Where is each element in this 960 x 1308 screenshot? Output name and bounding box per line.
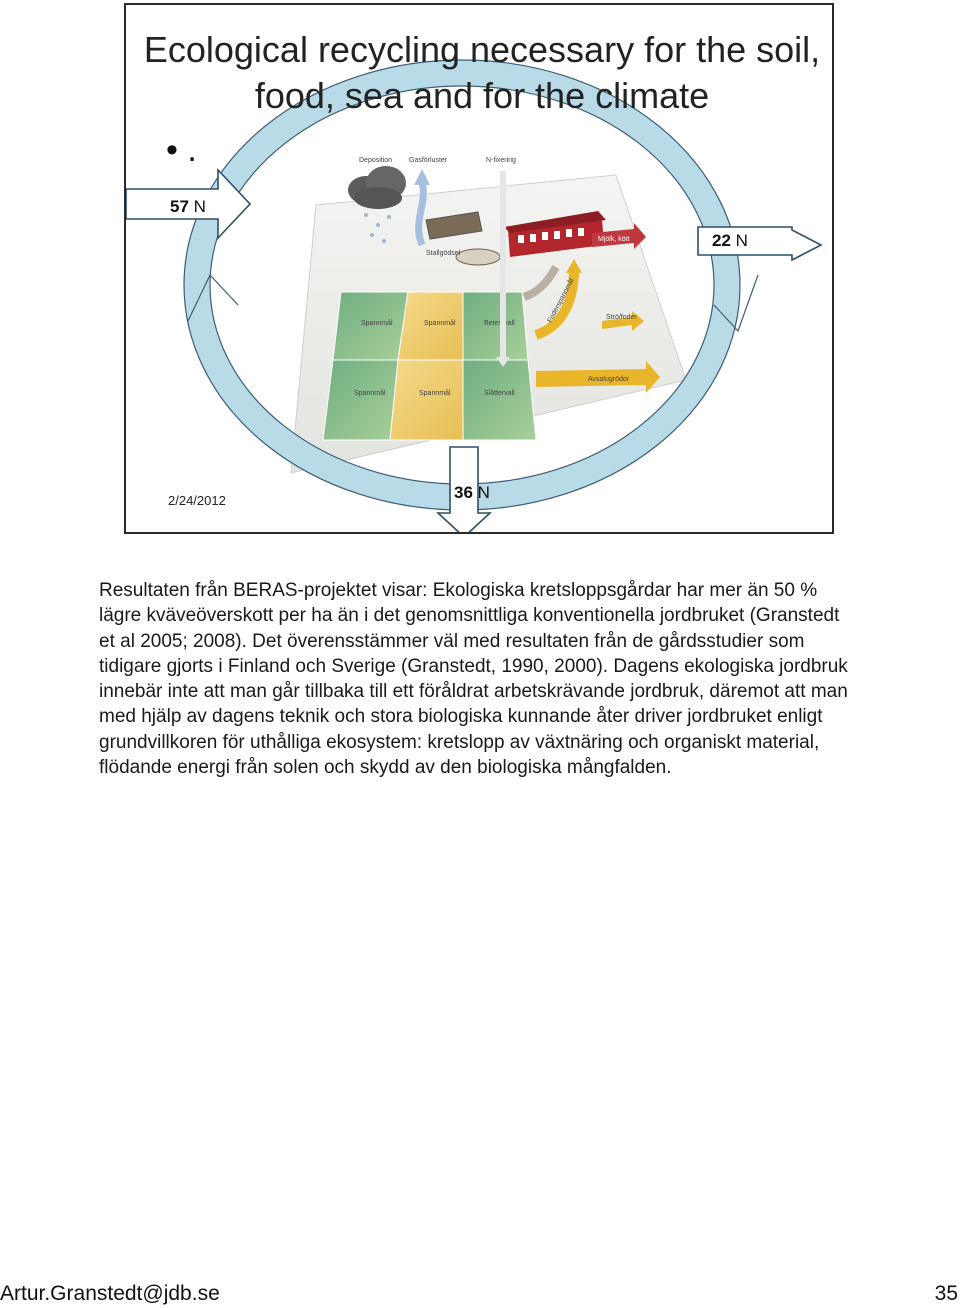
input-flow-unit: N: [194, 197, 206, 216]
body-paragraph: Resultaten från BERAS-projektet visar: E…: [99, 578, 859, 780]
page-number: 35: [935, 1282, 958, 1306]
input-flow-label: 57 N: [170, 197, 206, 217]
slide-image: Spannmål Spannmål Betes-vall Spannmål Sp…: [124, 3, 834, 534]
label-manure: Stallgödsel: [426, 250, 461, 257]
input-flow-value: 57: [170, 197, 189, 216]
field-label-grain-1: Spannmål: [361, 319, 393, 327]
label-sale-crops: Avsalugrödor: [588, 376, 630, 383]
label-n-fixation: N-fixering: [486, 157, 516, 164]
slide-title: Ecological recycling necessary for the s…: [142, 27, 822, 119]
slide-bullet: • .: [166, 133, 197, 167]
label-straw: Strö/foder: [606, 314, 637, 321]
label-deposition: Deposition: [359, 157, 392, 164]
field-grain-3: [323, 360, 398, 440]
field-grain-4: [390, 360, 463, 440]
cloud-icon: [348, 166, 406, 209]
gas-loss-arrow: [419, 181, 424, 245]
loss-flow-label: 36 N: [454, 483, 490, 503]
slide-date: 2/24/2012: [168, 493, 226, 508]
label-milk-meat: Mjölk, kött: [598, 236, 630, 243]
field-label-grain-4: Spannmål: [419, 389, 451, 397]
output-flow-unit: N: [736, 231, 748, 250]
loss-flow-unit: N: [478, 483, 490, 502]
footer-email: Artur.Granstedt@jdb.se: [0, 1282, 220, 1306]
field-label-pasture: Betes-vall: [484, 320, 515, 327]
label-gas-losses: Gasförluster: [409, 157, 448, 164]
slurry-tank: [456, 249, 500, 265]
loss-flow-value: 36: [454, 483, 473, 502]
field-label-grain-2: Spannmål: [424, 319, 456, 327]
field-label-ley: Slåttervall: [484, 389, 515, 397]
output-flow-value: 22: [712, 231, 731, 250]
output-flow-label: 22 N: [712, 231, 748, 251]
field-label-grain-3: Spannmål: [354, 389, 386, 397]
field-ley: [463, 360, 536, 440]
